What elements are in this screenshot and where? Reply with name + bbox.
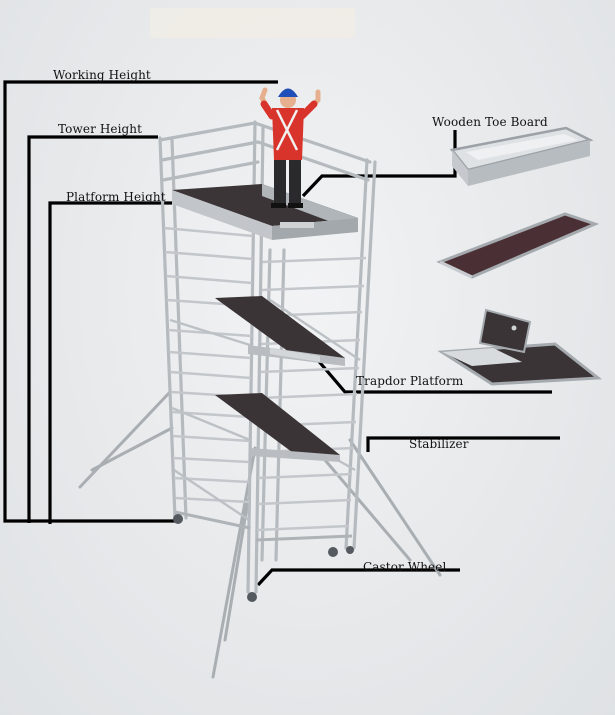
worker — [259, 87, 321, 208]
working-height-label: Working Height — [53, 68, 151, 82]
plain-platform-image — [436, 212, 600, 279]
working-height-bracket — [3, 80, 278, 523]
tower-height-label: Tower Height — [58, 122, 143, 136]
trapdoor-platform-label: Trapdor Platform — [356, 374, 464, 388]
stabilizers — [78, 390, 442, 679]
toe-board-image — [449, 126, 594, 186]
platform-height-label: Platform Height — [66, 190, 166, 204]
wooden-toe-board-label: Wooden Toe Board — [432, 115, 548, 129]
base-rails — [174, 510, 353, 542]
stabilizer-callout — [366, 436, 560, 452]
lower-platform — [215, 393, 340, 462]
platform-height-bracket — [48, 201, 172, 524]
top-banner — [150, 8, 355, 38]
stabilizer-label: Stabilizer — [409, 437, 469, 451]
callout-lines — [3, 80, 560, 587]
tower-height-bracket — [27, 135, 158, 523]
castor-wheel-label: Castor Wheel — [363, 560, 447, 574]
trapdoor-platform-image — [437, 308, 603, 386]
castor-callout — [256, 568, 460, 587]
castor-wheels — [173, 514, 354, 602]
tower-frame — [158, 120, 377, 594]
middle-platform — [215, 296, 345, 366]
toe-board-callout — [301, 130, 457, 198]
